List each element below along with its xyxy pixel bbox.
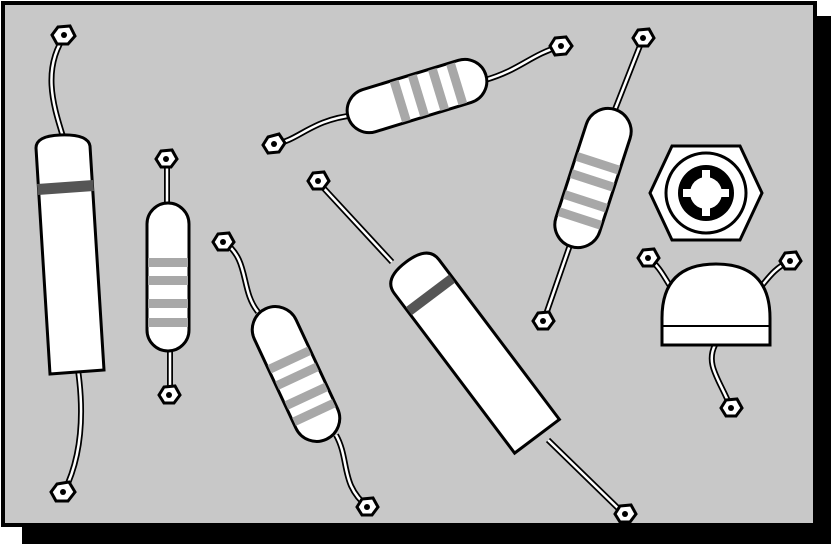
hex-nut [648, 144, 764, 242]
large-resistor-left [34, 24, 106, 503]
resistor-right-tilted [531, 27, 656, 331]
large-resistor-diagonal [306, 170, 638, 524]
dome-component [636, 247, 803, 418]
resistor-top-center [261, 35, 574, 155]
resistor-bottom-left-tilted [211, 231, 380, 517]
small-resistor-left [145, 148, 191, 405]
